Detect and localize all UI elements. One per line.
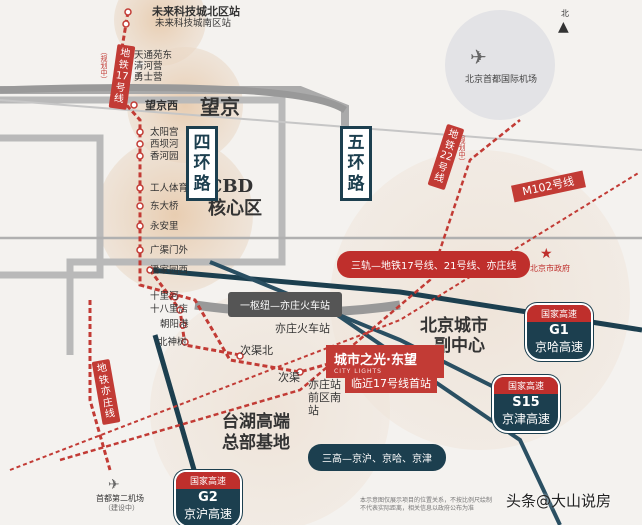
ring-3-road: [0, 134, 104, 279]
airport-capital-label: 北京首都国际机场: [465, 75, 538, 85]
ring-4-road: [0, 96, 286, 355]
station-chaoyanggang: 朝阳港: [160, 319, 189, 330]
station-beishenshu: 北神树: [158, 337, 187, 348]
ring5-label: 五环路: [340, 126, 372, 202]
district-wangjing: 望京: [200, 95, 240, 119]
metro-line-17: [118, 11, 343, 374]
three-rail-pill: 三轨—地铁17号线、21号线、亦庄线: [337, 251, 531, 278]
project-tagline: 临近17号线首站: [345, 373, 437, 393]
city-gov-label: 北京市政府: [530, 264, 570, 273]
station-yongshi-ying: 勇士营: [134, 72, 163, 83]
station-ciqubei: 次渠北: [240, 344, 273, 357]
station-future-south: 未来科技城南区站: [155, 18, 232, 29]
station-tiantongyuan: 天通苑东: [134, 50, 173, 61]
metro-m102: [9, 171, 641, 471]
thin-road-1: [0, 99, 642, 151]
station-ciqu: 次渠: [278, 371, 300, 384]
metro-22-sub: （规划中）: [458, 130, 466, 165]
project-box: 城市之光·东望 CITY LIGHTS: [326, 345, 444, 378]
station-yonganli: 永安里: [150, 221, 179, 232]
project-subtitle: CITY LIGHTS: [334, 368, 382, 375]
airport-circle: [445, 10, 555, 120]
north-label: 北: [561, 9, 569, 18]
district-taihu-2: 总部基地: [222, 433, 290, 453]
station-xiangheyuan: 香河园: [150, 151, 179, 162]
station-shibalidian: 十八里店: [150, 304, 189, 315]
g1-badge: 国家高速 G1 京哈高速: [525, 303, 593, 362]
station-wangjing-west: 望京西: [145, 99, 178, 112]
airplane-icon: ✈: [470, 45, 487, 69]
hub-pill: 一枢纽—亦庄火车站: [228, 292, 342, 317]
station-guangqumenwai: 广渠门外: [150, 245, 189, 256]
district-cbd-core: 核心区: [208, 198, 262, 219]
district-sub-center-2: 副中心: [434, 336, 485, 356]
metro-line-22: [59, 119, 521, 462]
district-cbd: CBD: [208, 176, 254, 197]
station-gongti: 工人体育场: [150, 183, 198, 194]
disclaimer-1: 本示意图仅展示项目的位置关系，不按比例尺绘制: [360, 497, 493, 504]
g2-badge: 国家高速 G2 京沪高速: [174, 470, 242, 525]
station-dongdaqiao: 东大桥: [150, 201, 179, 212]
ring4-label: 四环路: [186, 126, 218, 202]
station-shilihe: 十里河: [150, 291, 179, 302]
ring-5-road: [0, 84, 347, 113]
station-taiyanggong: 太阳宫: [150, 127, 179, 138]
station-xibahe: 西坝河: [150, 139, 179, 150]
disclaimer-2: 不代表实际距离，相关信息以政府公布为准: [360, 505, 475, 512]
district-taihu: 台湖高端: [222, 412, 290, 432]
north-arrow-icon: ▲: [558, 19, 569, 35]
airport-daxing-label: 首都第二机场: [96, 494, 144, 503]
station-yizhuang-frontzone: 亦庄站前区南站: [308, 378, 341, 418]
airport-daxing-sub: （建设中）: [104, 504, 139, 512]
metro-17-sub: （规划中）: [100, 48, 108, 83]
three-expressway-pill: 三高—京沪、京哈、京津: [308, 444, 446, 471]
s15-expressway: [209, 260, 511, 397]
watermark: 头条@大山说房: [506, 492, 612, 510]
star-icon: ★: [540, 246, 553, 262]
s15-badge: 国家高速 S15 京津高速: [492, 375, 560, 434]
station-yizhuang: 亦庄火车站: [275, 322, 330, 335]
district-sub-center: 北京城市: [420, 316, 488, 336]
station-panjiayuan-west: 潘家园西: [150, 265, 189, 276]
station-qinghe-ying: 清河营: [134, 61, 163, 72]
metro-yizhuang-vertical: [88, 300, 112, 471]
project-name: 城市之光·东望: [334, 353, 417, 368]
airplane-icon-daxing: ✈: [108, 477, 120, 493]
station-future-north: 未来科技城北区站: [152, 5, 240, 18]
